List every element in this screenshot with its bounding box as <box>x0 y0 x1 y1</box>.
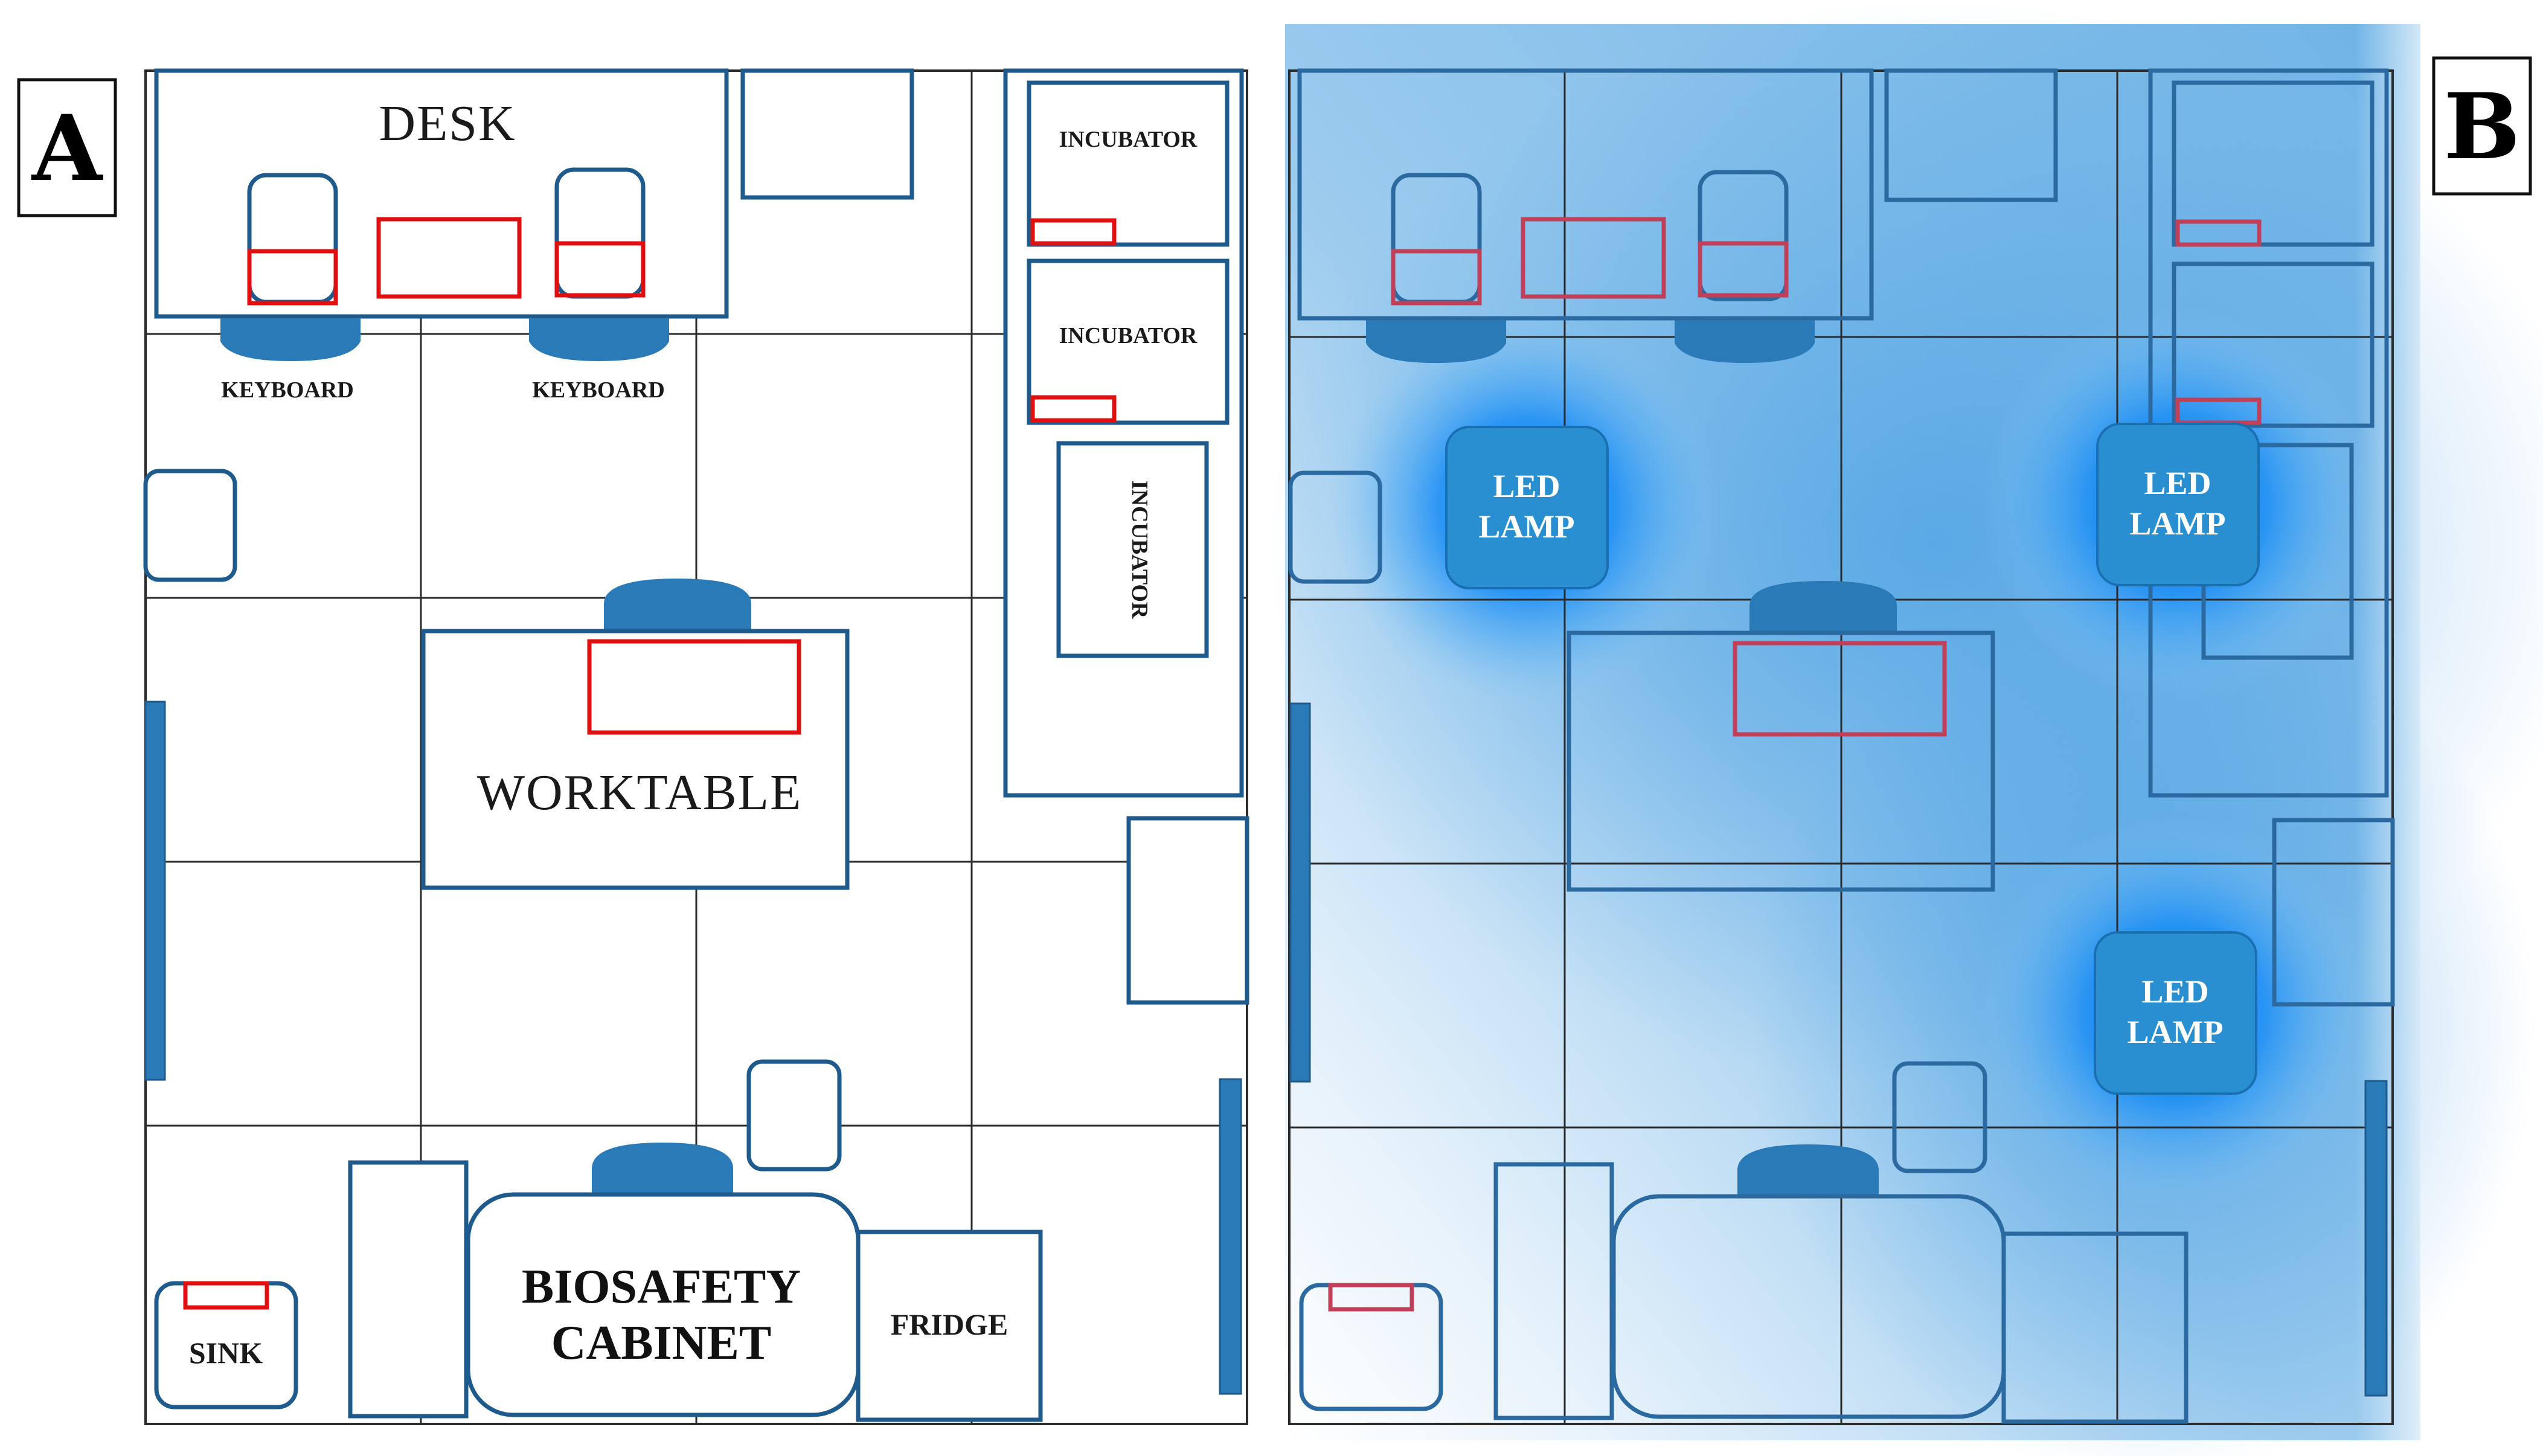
led-lamp-1-line1: LED <box>1493 468 1560 504</box>
wall-bar-left-b <box>1289 702 1311 1083</box>
sink-b-highlight <box>1328 1283 1414 1312</box>
chair-worktable <box>604 579 751 631</box>
led-lamp-3-line1: LED <box>2141 973 2208 1010</box>
worktable-label: WORKTABLE <box>477 765 803 821</box>
incubator-1-b <box>2172 80 2375 247</box>
chair-keyboard-2 <box>529 318 669 361</box>
led-lamp-2: LED LAMP <box>2096 423 2260 586</box>
keyboard-2-label: KEYBOARD <box>532 377 665 403</box>
panel-b-letter: B <box>2444 74 2521 180</box>
led-lamp-2-line1: LED <box>2144 465 2211 501</box>
stool-left-b <box>1288 470 1382 584</box>
incubator-1-b-highlight <box>2175 219 2262 247</box>
fridge-b <box>2001 1231 2189 1424</box>
panel-a-letter: A <box>31 95 104 202</box>
chair-keyboard-1 <box>220 318 361 361</box>
chair-worktable-b <box>1749 581 1897 633</box>
incubator-2-b <box>2172 261 2375 428</box>
panel-b: LED LAMP LED LAMP LED LAMP B <box>1268 0 2543 1456</box>
monitor-2-highlight <box>554 241 646 298</box>
incubator-1-label: INCUBATOR <box>1059 127 1198 152</box>
monitor-2 <box>554 167 646 299</box>
biosafety-label-line2: CABINET <box>551 1316 772 1370</box>
wall-cabinet-top <box>740 68 914 200</box>
wall-bar-left <box>144 701 166 1081</box>
chair-biosafety <box>592 1143 733 1195</box>
led-lamp-1-line2: LAMP <box>1479 508 1575 545</box>
chair-keyboard-2-b <box>1675 320 1815 363</box>
desk-center-highlight <box>376 217 522 299</box>
led-lamp-1: LED LAMP <box>1445 426 1609 589</box>
wall-bar-right-b <box>2364 1080 2388 1397</box>
desk-b <box>1297 68 1874 321</box>
incubator-3-label: INCUBATOR <box>1127 481 1152 619</box>
incubator-1 <box>1027 80 1230 247</box>
worktable <box>421 629 850 890</box>
monitor-1-b-highlight <box>1391 249 1482 306</box>
monitor-2-b <box>1698 170 1789 301</box>
fridge-label: FRIDGE <box>891 1307 1008 1341</box>
side-cabinet-right-b <box>2272 818 2395 1007</box>
sink-highlight <box>183 1281 269 1310</box>
monitor-2-b-highlight <box>1698 241 1789 298</box>
chair-biosafety-b <box>1737 1144 1879 1196</box>
desk-center-b-highlight <box>1521 217 1666 299</box>
sink-label: SINK <box>189 1336 263 1370</box>
monitor-1 <box>247 173 338 304</box>
worktable-b <box>1567 630 1995 892</box>
worktable-highlight <box>587 639 801 735</box>
panel-a: A DESK KEYBOARD KEYBOARD INCUBATOR <box>17 68 1249 1425</box>
incubator-2-highlight <box>1030 395 1117 423</box>
worktable-b-highlight <box>1733 641 1947 737</box>
stool-bottom <box>746 1059 842 1172</box>
incubator-3 <box>1056 441 1209 658</box>
incubator-1-highlight <box>1030 218 1117 246</box>
led-lamp-3: LED LAMP <box>2094 931 2257 1095</box>
side-cabinet-right <box>1126 816 1249 1005</box>
panel-a-letter-box <box>17 78 117 217</box>
chair-keyboard-1-b <box>1366 320 1506 363</box>
fridge <box>856 1230 1043 1422</box>
panel-b-letter-box <box>2432 56 2532 196</box>
storage-cabinet <box>348 1160 469 1419</box>
wall-bar-right <box>1219 1078 1242 1395</box>
stool-bottom-b <box>1892 1061 1987 1173</box>
monitor-1-highlight <box>247 249 338 306</box>
stool-left <box>143 469 237 582</box>
led-lamp-2-line2: LAMP <box>2130 505 2226 542</box>
wall-cabinet-top-b <box>1884 68 2058 202</box>
biosafety-label-line1: BIOSAFETY <box>522 1260 801 1313</box>
desk-label: DESK <box>379 95 516 152</box>
incubator-2-label: INCUBATOR <box>1059 323 1198 348</box>
led-lamp-3-line2: LAMP <box>2128 1014 2224 1050</box>
keyboard-1-label: KEYBOARD <box>221 377 354 403</box>
